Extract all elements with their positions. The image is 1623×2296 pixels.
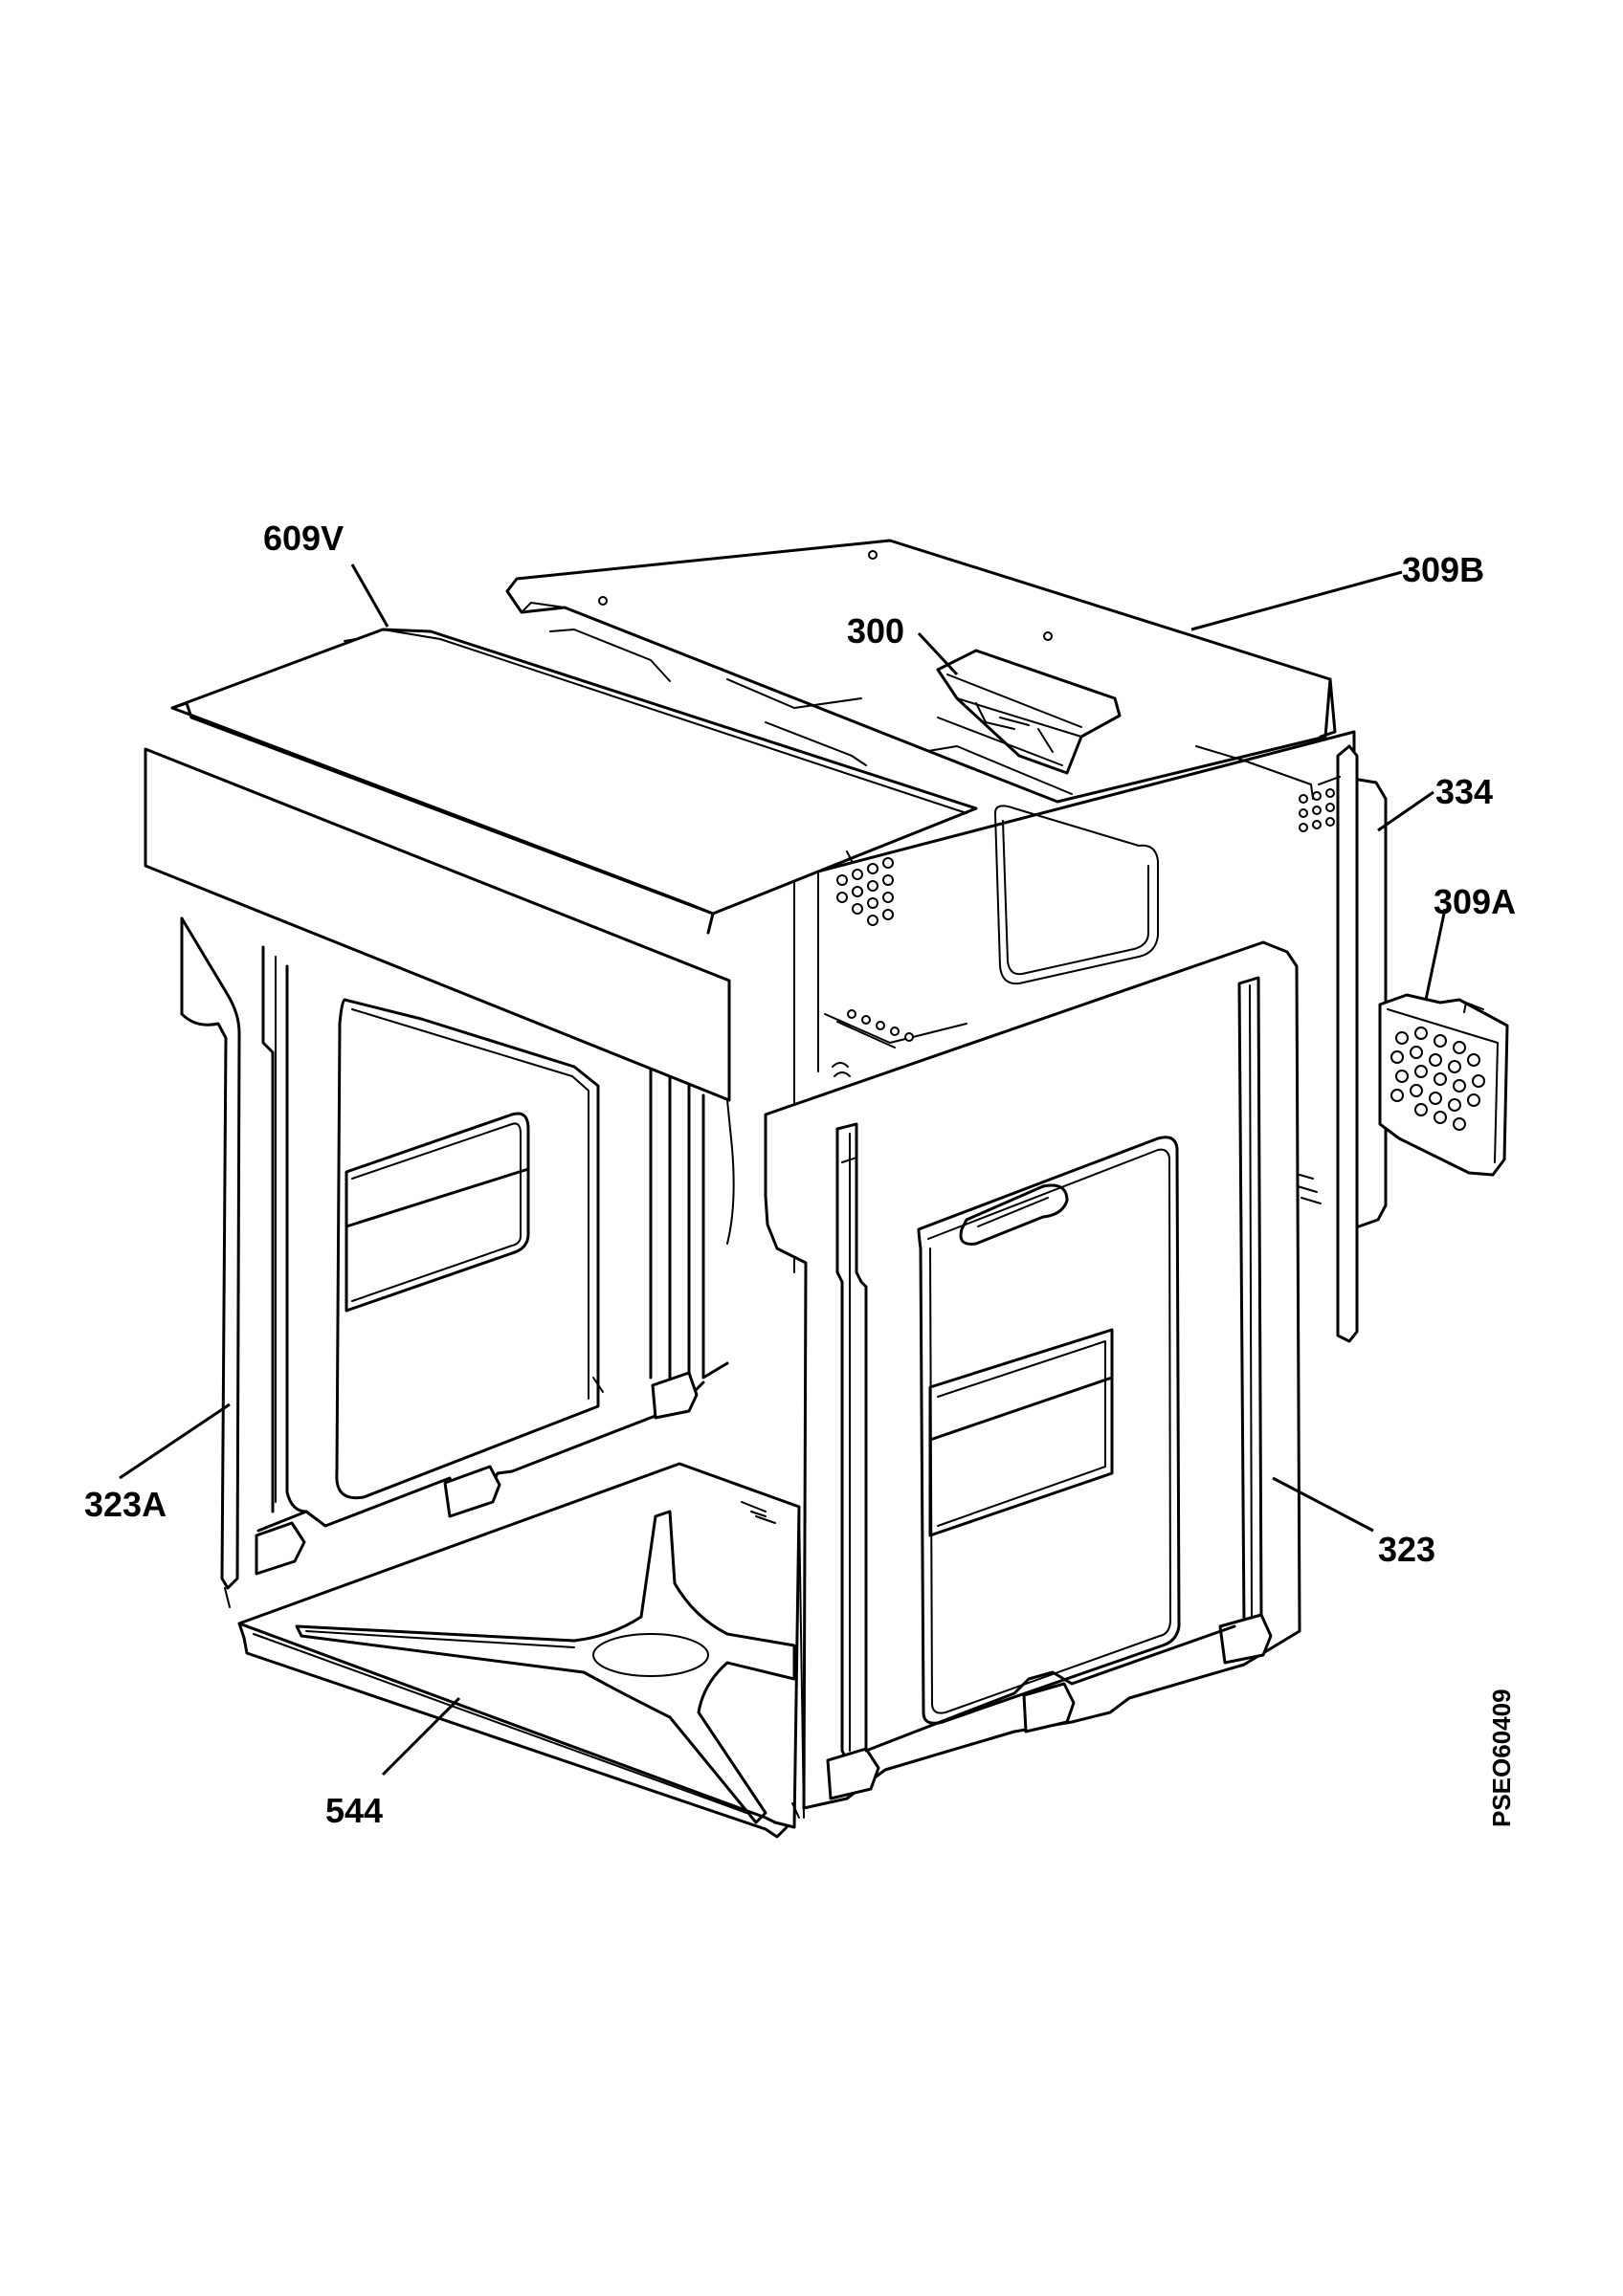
leader-323a: [119, 1402, 231, 1480]
leader-309b: [1190, 570, 1403, 631]
leader-323: [1272, 1476, 1374, 1533]
label-334: 334: [1435, 772, 1493, 811]
label-323a: 323A: [84, 1485, 167, 1524]
label-309b: 309B: [1402, 550, 1484, 589]
leader-309a: [1424, 908, 1447, 1001]
perforated-plate-309a: [1378, 993, 1509, 1177]
drawing-code: PSEO60409: [1487, 1689, 1516, 1827]
label-609v: 609V: [263, 519, 344, 558]
leader-300: [917, 631, 959, 676]
rear-panel-334: [1297, 744, 1388, 1343]
label-544: 544: [325, 1791, 383, 1830]
rear-panel-holes: [1299, 788, 1335, 832]
fan-bracket-300: [936, 649, 1122, 775]
part-labels: 609V 309B 300 334 309A 323A 323 544: [84, 519, 1516, 1830]
label-323: 323: [1378, 1530, 1435, 1569]
left-side-wall-323a: [180, 916, 735, 1608]
plate-holes: [1390, 1027, 1485, 1131]
label-300: 300: [847, 611, 904, 651]
top-panel-309b: [505, 539, 1337, 804]
leader-544: [381, 1696, 461, 1777]
leader-334: [1377, 790, 1434, 832]
label-309a: 309A: [1434, 882, 1516, 921]
rear-vent-holes: [836, 857, 894, 926]
right-side-wall-323: [764, 940, 1301, 1819]
leader-609v: [350, 563, 389, 628]
front-top-panel-609v: [144, 628, 978, 1102]
leader-lines: [119, 563, 1447, 1777]
floor-panel-544: [237, 1377, 801, 1839]
